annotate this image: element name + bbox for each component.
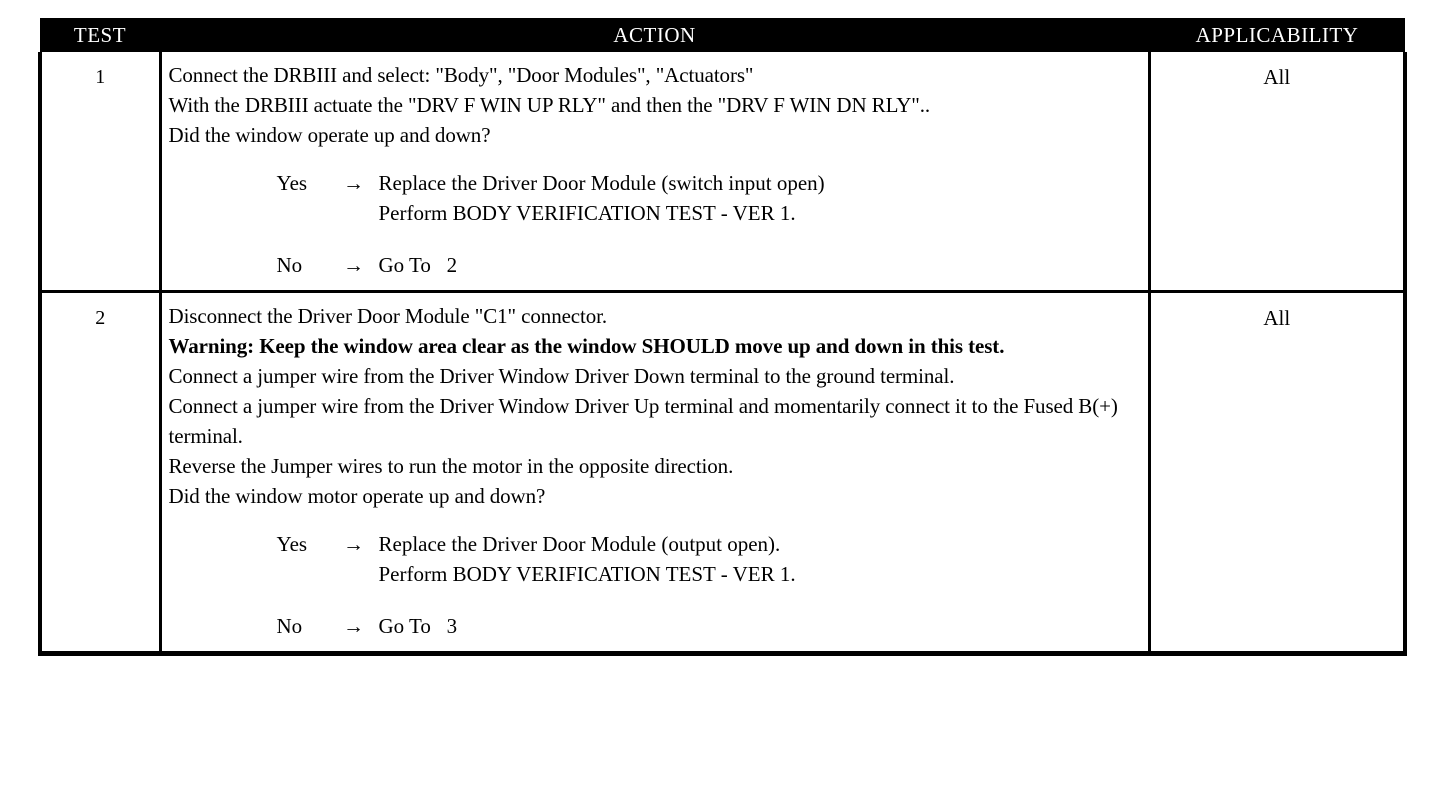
column-header-action-label: ACTION <box>613 23 696 47</box>
table-row: 2 Disconnect the Driver Door Module "C1"… <box>38 291 1407 656</box>
branch-text: Replace the Driver Door Module (switch i… <box>378 171 825 195</box>
test-number-cell: 2 <box>38 291 162 656</box>
table-row: 1 Connect the DRBIII and select: "Body",… <box>38 52 1407 293</box>
action-cell: Connect the DRBIII and select: "Body", "… <box>160 52 1151 293</box>
branch-text: Replace the Driver Door Module (output o… <box>378 532 781 556</box>
arrow-right-icon: → <box>343 253 364 277</box>
column-header-action: ACTION <box>160 18 1149 52</box>
table-body: 1 Connect the DRBIII and select: "Body",… <box>38 52 1407 656</box>
action-line: Did the window operate up and down? <box>168 123 491 147</box>
branch-text-group: Replace the Driver Door Module (switch i… <box>379 168 1142 228</box>
action-line: Did the window motor operate up and down… <box>168 484 546 508</box>
column-header-applicability-label: APPLICABILITY <box>1195 23 1359 47</box>
branch-key: No <box>276 614 303 638</box>
branch-text-group: Go To 2 <box>379 250 1142 280</box>
applicability-cell: All <box>1149 291 1407 656</box>
action-line: With the DRBIII actuate the "DRV F WIN U… <box>168 93 931 117</box>
arrow-right-icon: → <box>343 614 364 638</box>
branch-text-group: Go To 3 <box>379 611 1142 641</box>
test-number: 2 <box>95 307 106 329</box>
column-header-test: TEST <box>40 18 160 52</box>
diagnostic-test-table: TEST ACTION APPLICABILITY 1 Connect the … <box>38 18 1407 656</box>
test-number: 1 <box>95 66 106 88</box>
branch-row: No → Go To 3 <box>277 611 1142 641</box>
branch-text-group: Replace the Driver Door Module (output o… <box>379 529 1142 589</box>
test-number-cell: 1 <box>38 52 162 293</box>
branch-list: Yes → Replace the Driver Door Module (ou… <box>169 529 1142 641</box>
branch-row: Yes → Replace the Driver Door Module (sw… <box>277 168 1142 228</box>
branch-key: Yes <box>276 171 308 195</box>
branch-key: No <box>276 253 303 277</box>
arrow-right-icon: → <box>343 171 364 195</box>
branch-text: Go To 3 <box>378 614 458 638</box>
branch-text: Perform BODY VERIFICATION TEST - VER 1. <box>378 201 796 225</box>
branch-no: No → Go To 3 <box>277 611 1142 641</box>
branch-text: Perform BODY VERIFICATION TEST - VER 1. <box>378 562 796 586</box>
action-line: Disconnect the Driver Door Module "C1" c… <box>168 304 608 328</box>
applicability-value: All <box>1263 65 1291 89</box>
column-header-test-label: TEST <box>73 23 127 47</box>
branch-text: Go To 2 <box>378 253 458 277</box>
branch-list: Yes → Replace the Driver Door Module (sw… <box>169 168 1142 280</box>
action-content: Connect the DRBIII and select: "Body", "… <box>162 52 1148 290</box>
action-line: Reverse the Jumper wires to run the moto… <box>168 454 734 478</box>
branch-row: Yes → Replace the Driver Door Module (ou… <box>277 529 1142 589</box>
action-line: Connect a jumper wire from the Driver Wi… <box>168 364 955 388</box>
column-header-applicability: APPLICABILITY <box>1149 18 1405 52</box>
table-header: TEST ACTION APPLICABILITY <box>40 18 1405 52</box>
branch-yes: Yes → Replace the Driver Door Module (ou… <box>277 529 1142 589</box>
applicability-value: All <box>1263 306 1291 330</box>
action-line: Connect the DRBIII and select: "Body", "… <box>168 63 754 87</box>
branch-row: No → Go To 2 <box>277 250 1142 280</box>
branch-yes: Yes → Replace the Driver Door Module (sw… <box>277 168 1142 228</box>
action-content: Disconnect the Driver Door Module "C1" c… <box>162 293 1148 651</box>
action-cell: Disconnect the Driver Door Module "C1" c… <box>160 291 1151 656</box>
branch-no: No → Go To 2 <box>277 250 1142 280</box>
action-line-warning: Warning: Keep the window area clear as t… <box>168 334 1005 358</box>
applicability-cell: All <box>1149 52 1407 293</box>
action-line: Connect a jumper wire from the Driver Wi… <box>168 394 1123 448</box>
table-header-row: TEST ACTION APPLICABILITY <box>40 18 1405 52</box>
branch-key: Yes <box>276 532 308 556</box>
arrow-right-icon: → <box>343 532 364 556</box>
